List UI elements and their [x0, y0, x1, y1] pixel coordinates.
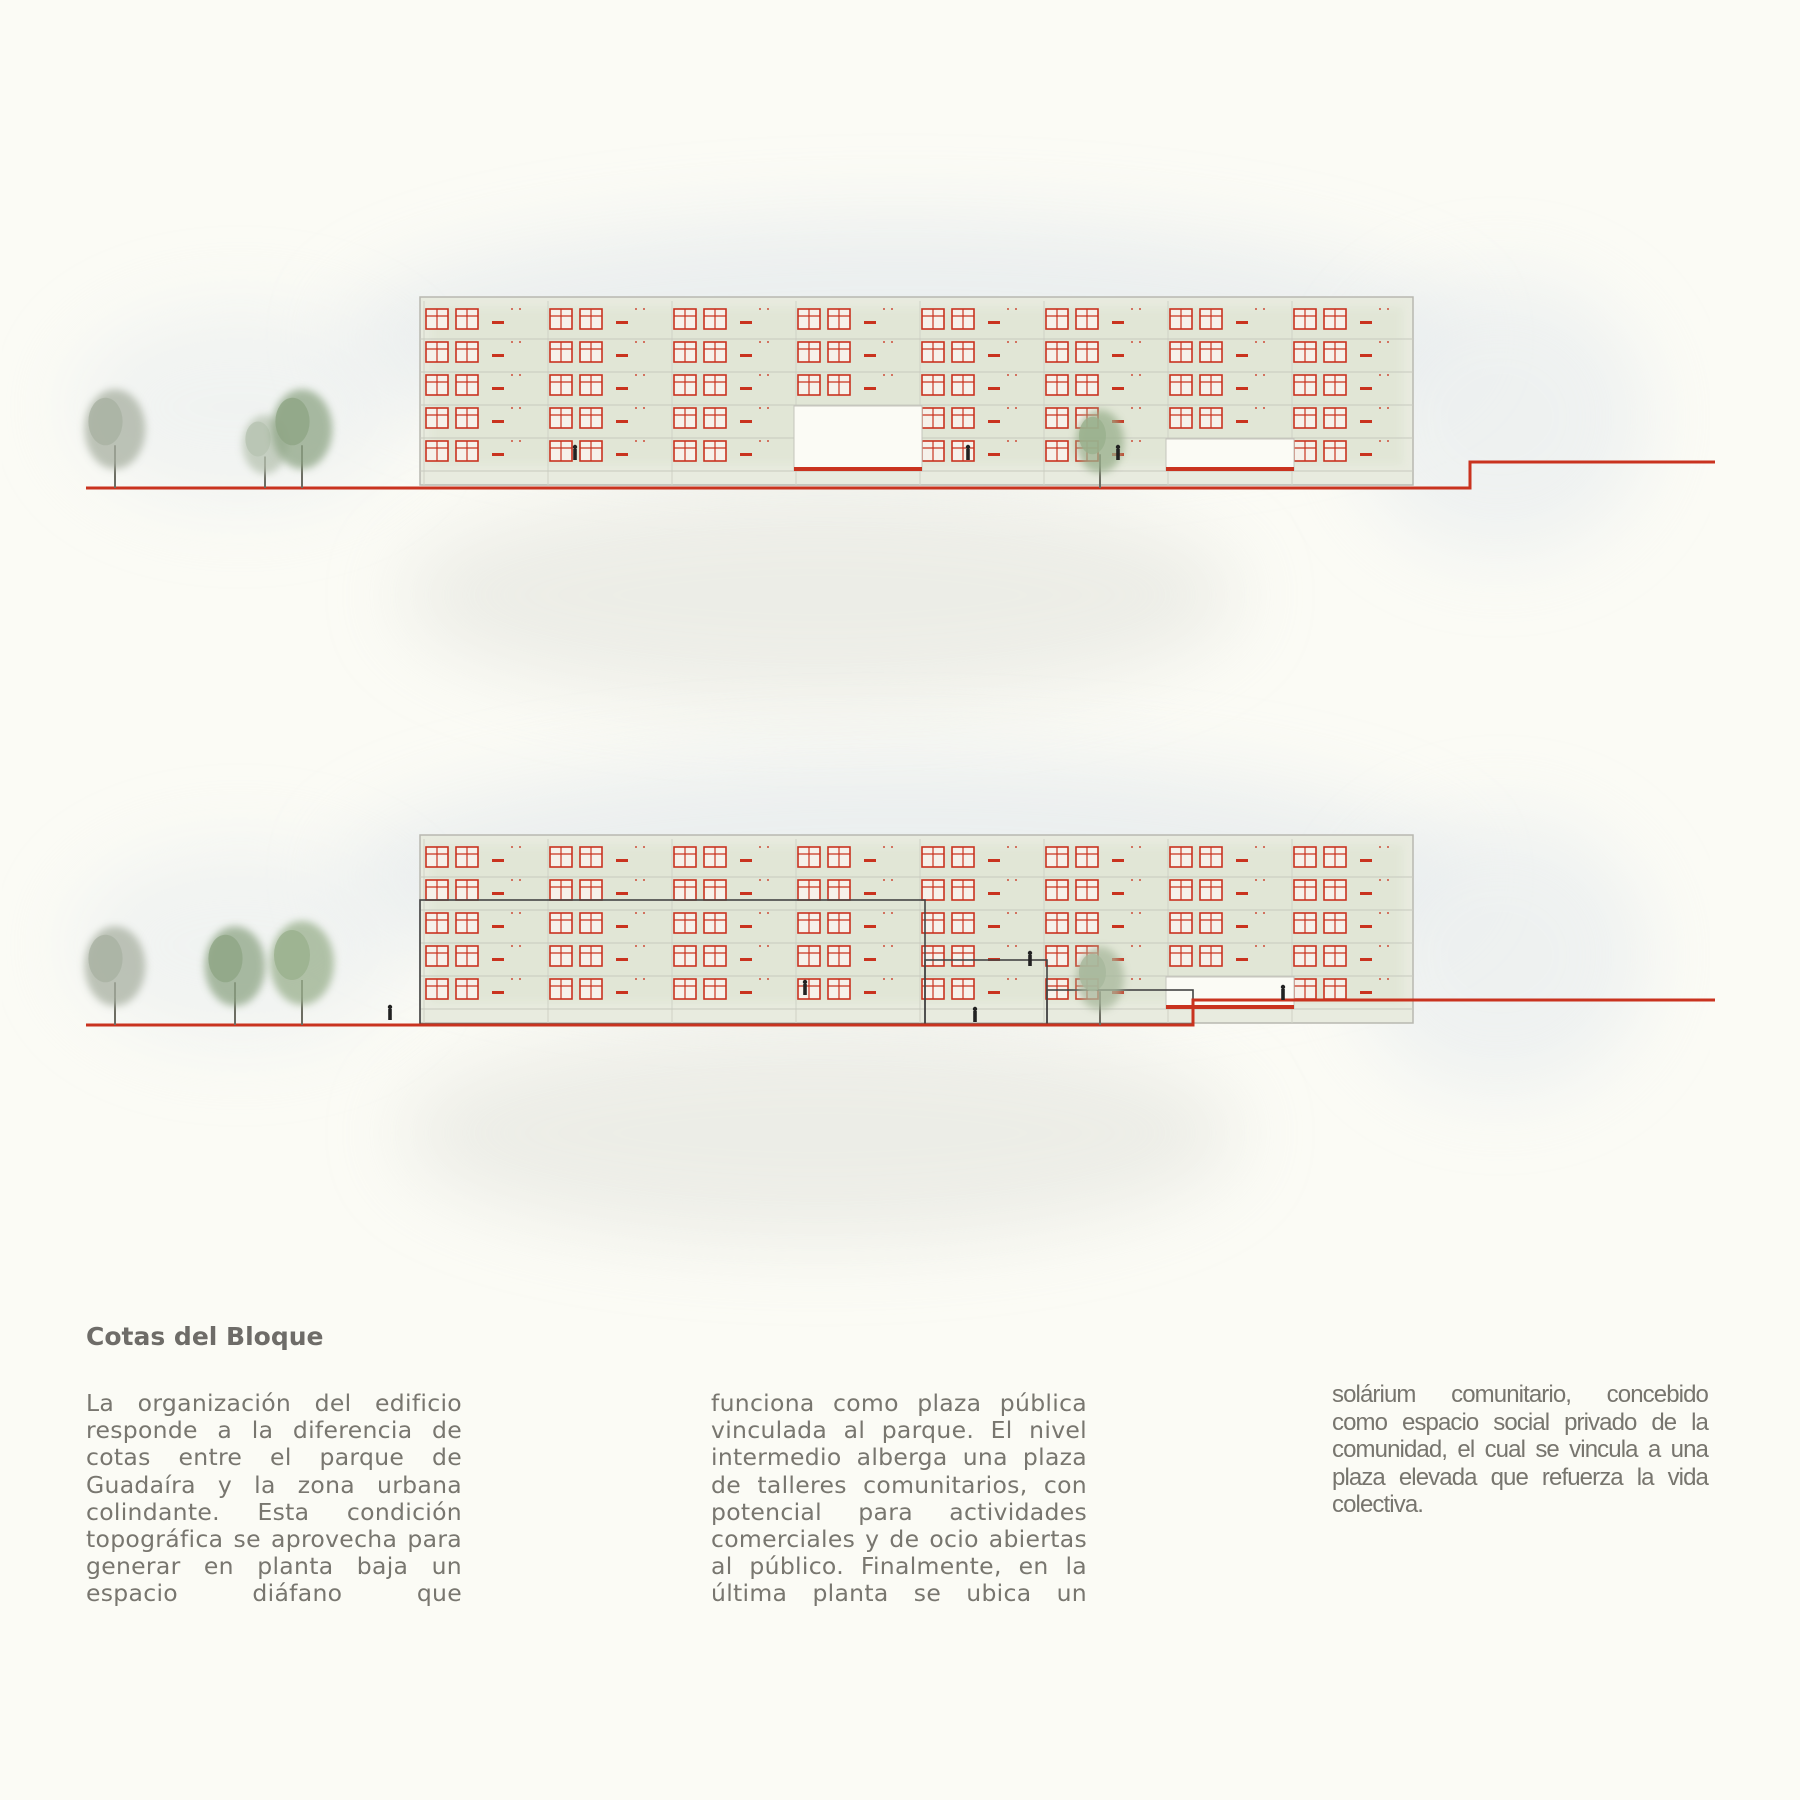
- balcony-rail: [864, 859, 876, 862]
- balcony-rail: [616, 859, 628, 862]
- ground-line: [86, 460, 1715, 490]
- tree-icon: [271, 389, 333, 488]
- person-icon: [965, 444, 971, 460]
- opening: [1165, 976, 1295, 1010]
- balcony-rail: [616, 453, 628, 456]
- balcony-rail: [492, 354, 504, 357]
- balcony-rail: [1360, 354, 1372, 357]
- balcony-rail: [1236, 321, 1248, 324]
- balcony-rail: [1236, 925, 1248, 928]
- balcony-rail: [616, 387, 628, 390]
- elevation-top: [70, 217, 1715, 705]
- balcony-rail: [616, 958, 628, 961]
- person-icon: [387, 1004, 393, 1020]
- balcony-rail: [616, 892, 628, 895]
- balcony-rail: [864, 321, 876, 324]
- description-column-2: funciona como plaza pública vinculada al…: [711, 1389, 1087, 1608]
- balcony-rail: [740, 991, 752, 994]
- tree-icon: [1076, 410, 1124, 488]
- balcony-rail: [864, 925, 876, 928]
- balcony-rail: [1360, 925, 1372, 928]
- balcony-rail: [616, 991, 628, 994]
- person-icon: [1280, 984, 1286, 1000]
- balcony-rail: [740, 453, 752, 456]
- balcony-rail: [1360, 453, 1372, 456]
- balcony-rail: [740, 925, 752, 928]
- balcony-rail: [740, 321, 752, 324]
- balcony-rail: [988, 354, 1000, 357]
- balcony-rail: [864, 991, 876, 994]
- balcony-rail: [492, 991, 504, 994]
- balcony-rail: [1236, 387, 1248, 390]
- balcony-rail: [988, 859, 1000, 862]
- balcony-rail: [740, 859, 752, 862]
- balcony-rail: [740, 958, 752, 961]
- person-icon: [1115, 444, 1121, 460]
- balcony-rail: [740, 892, 752, 895]
- balcony-rail: [740, 354, 752, 357]
- balcony-rail: [988, 925, 1000, 928]
- balcony-rail: [864, 354, 876, 357]
- tree-icon: [204, 926, 266, 1025]
- balcony-rail: [988, 453, 1000, 456]
- opening: [1165, 438, 1295, 472]
- balcony-rail: [616, 321, 628, 324]
- balcony-rail: [492, 958, 504, 961]
- tree-icon: [84, 389, 146, 488]
- section-heading: Cotas del Bloque: [86, 1322, 324, 1351]
- balcony-rail: [1236, 892, 1248, 895]
- balcony-rail: [492, 859, 504, 862]
- balcony-rail: [616, 354, 628, 357]
- tree-icon: [270, 921, 334, 1025]
- balcony-rail: [864, 387, 876, 390]
- balcony-rail: [1360, 859, 1372, 862]
- opening: [793, 405, 923, 472]
- person-icon: [972, 1006, 978, 1022]
- balcony-rail: [1236, 859, 1248, 862]
- balcony-rail: [1236, 958, 1248, 961]
- balcony-rail: [492, 387, 504, 390]
- balcony-rail: [1360, 958, 1372, 961]
- balcony-rail: [864, 958, 876, 961]
- balcony-rail: [616, 925, 628, 928]
- balcony-rail: [1112, 387, 1124, 390]
- tree-icon: [1076, 947, 1124, 1025]
- description-column-3: solárium comunitario, concebido como esp…: [1332, 1381, 1709, 1518]
- tree-icon: [84, 926, 146, 1025]
- balcony-rail: [492, 925, 504, 928]
- person-icon: [802, 979, 808, 995]
- balcony-rail: [1112, 354, 1124, 357]
- balcony-rail: [1360, 321, 1372, 324]
- balcony-rail: [988, 991, 1000, 994]
- balcony-rail: [492, 453, 504, 456]
- person-icon: [572, 444, 578, 460]
- balcony-rail: [740, 387, 752, 390]
- balcony-rail: [988, 321, 1000, 324]
- balcony-rail: [1360, 387, 1372, 390]
- balcony-rail: [1360, 892, 1372, 895]
- person-icon: [1027, 950, 1033, 966]
- balcony-rail: [988, 387, 1000, 390]
- description-column-1: La organización del edificio responde a …: [86, 1389, 462, 1608]
- balcony-rail: [988, 892, 1000, 895]
- balcony-rail: [1360, 420, 1372, 423]
- ground-line: [86, 998, 1715, 1027]
- balcony-rail: [1360, 991, 1372, 994]
- balcony-rail: [1236, 420, 1248, 423]
- balcony-rail: [492, 420, 504, 423]
- balcony-rail: [864, 892, 876, 895]
- balcony-rail: [492, 892, 504, 895]
- balcony-rail: [988, 420, 1000, 423]
- balcony-rail: [1112, 859, 1124, 862]
- balcony-rail: [1112, 925, 1124, 928]
- balcony-rail: [1236, 354, 1248, 357]
- balcony-rail: [740, 420, 752, 423]
- balcony-rail: [616, 420, 628, 423]
- balcony-rail: [1112, 321, 1124, 324]
- balcony-rail: [492, 321, 504, 324]
- balcony-rail: [1112, 892, 1124, 895]
- elevation-bottom: [70, 755, 1715, 1243]
